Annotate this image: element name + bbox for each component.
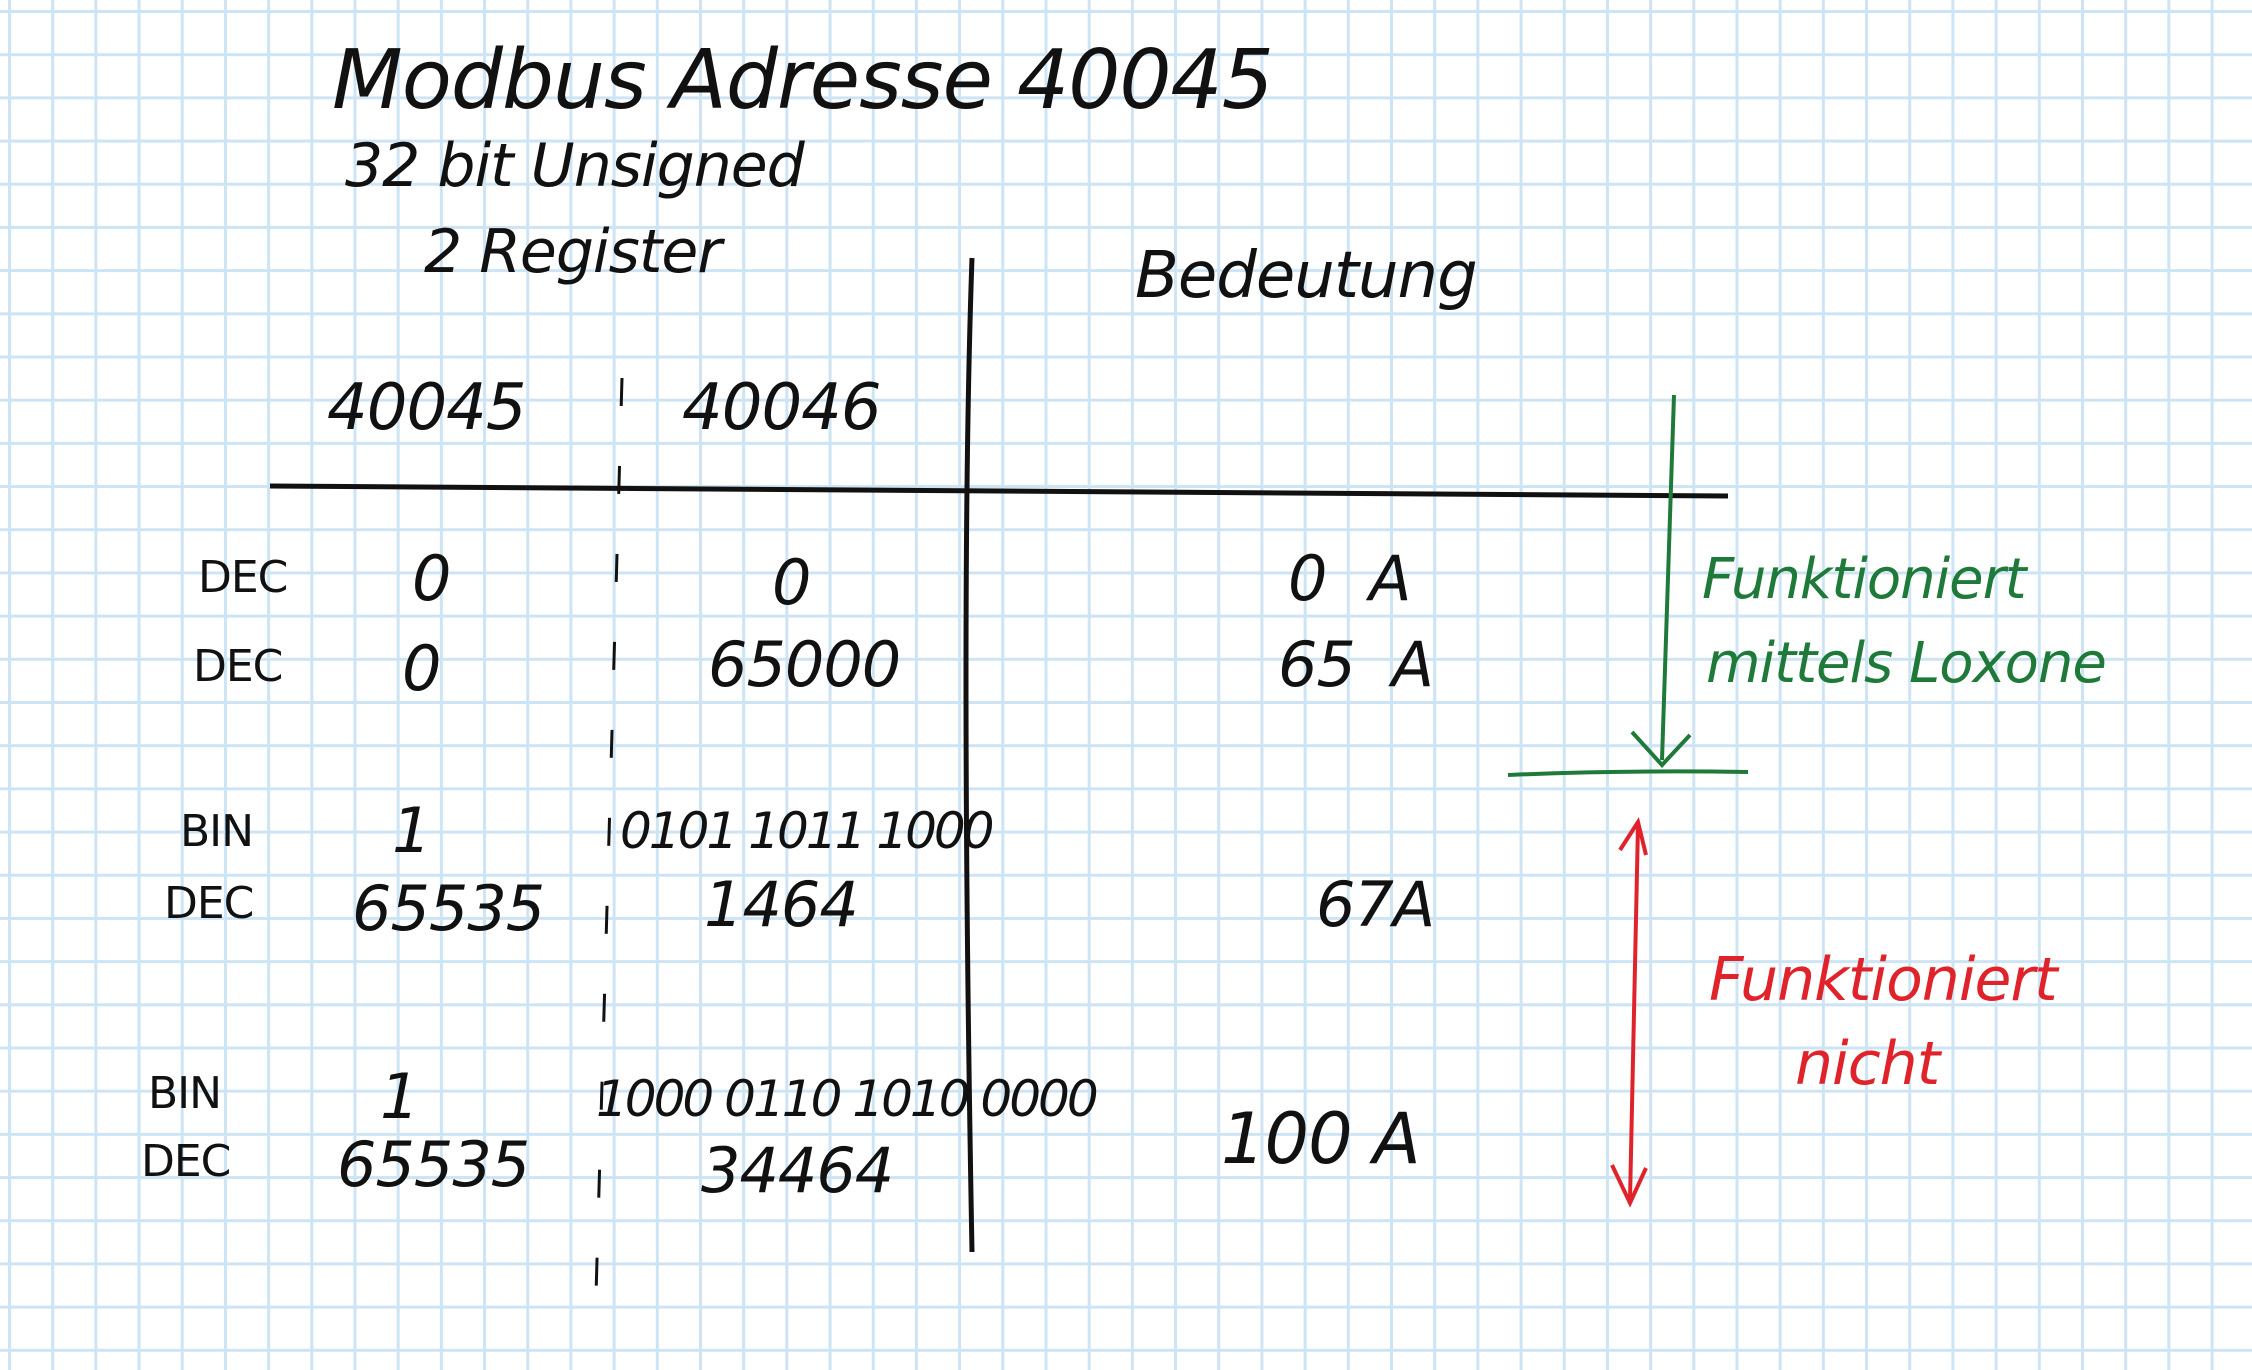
register-count-label: 2 Register	[424, 217, 722, 287]
row-reg1-value: 1	[380, 1060, 419, 1133]
row-label: DEC	[141, 1136, 231, 1187]
row-reg2-value: 0	[772, 546, 811, 619]
row-label: DEC	[164, 878, 254, 929]
row-reg1-value: 65535	[337, 1128, 530, 1201]
row-meaning: 100 A	[1221, 1098, 1421, 1180]
row-label: BIN	[148, 1068, 222, 1119]
row-label: DEC	[198, 552, 288, 603]
fails-annotation-line1: Funktioniert	[1709, 945, 2058, 1015]
works-annotation-line2: mittels Loxone	[1706, 631, 2107, 696]
row-meaning: 65 A	[1278, 628, 1434, 701]
row-meaning: 0 A	[1288, 542, 1412, 615]
header-divider-line	[269, 483, 1729, 499]
red-double-arrow-icon	[1610, 816, 1648, 1208]
row-reg2-value: 34464	[701, 1134, 894, 1207]
register-2-header: 40046	[682, 371, 882, 445]
row-reg2-value: 1464	[704, 868, 859, 941]
column-divider-line	[963, 257, 975, 1253]
page-title: Modbus Adresse 40045	[332, 33, 1274, 128]
row-reg1-value: 1	[392, 794, 431, 867]
row-reg2-binary: 1000 0110 1010 0000	[596, 1070, 1099, 1128]
green-arrow-icon	[1507, 394, 1749, 777]
meaning-column-header: Bedeutung	[1135, 239, 1478, 313]
row-label: DEC	[193, 641, 283, 692]
fails-annotation-line2: nicht	[1795, 1029, 1940, 1099]
row-meaning: 67A	[1316, 868, 1435, 941]
row-reg1-value: 0	[412, 542, 451, 615]
row-reg2-value: 65000	[708, 628, 901, 701]
row-reg1-value: 65535	[352, 872, 545, 945]
works-annotation-line1: Funktioniert	[1702, 547, 2027, 612]
row-reg2-binary: 0101 1011 1000	[620, 802, 995, 860]
register-divider-dashed-line	[594, 377, 624, 1296]
register-1-header: 40045	[327, 371, 527, 445]
row-reg1-value: 0	[402, 632, 441, 705]
datatype-label: 32 bit Unsigned	[345, 131, 805, 201]
row-label: BIN	[180, 806, 254, 857]
